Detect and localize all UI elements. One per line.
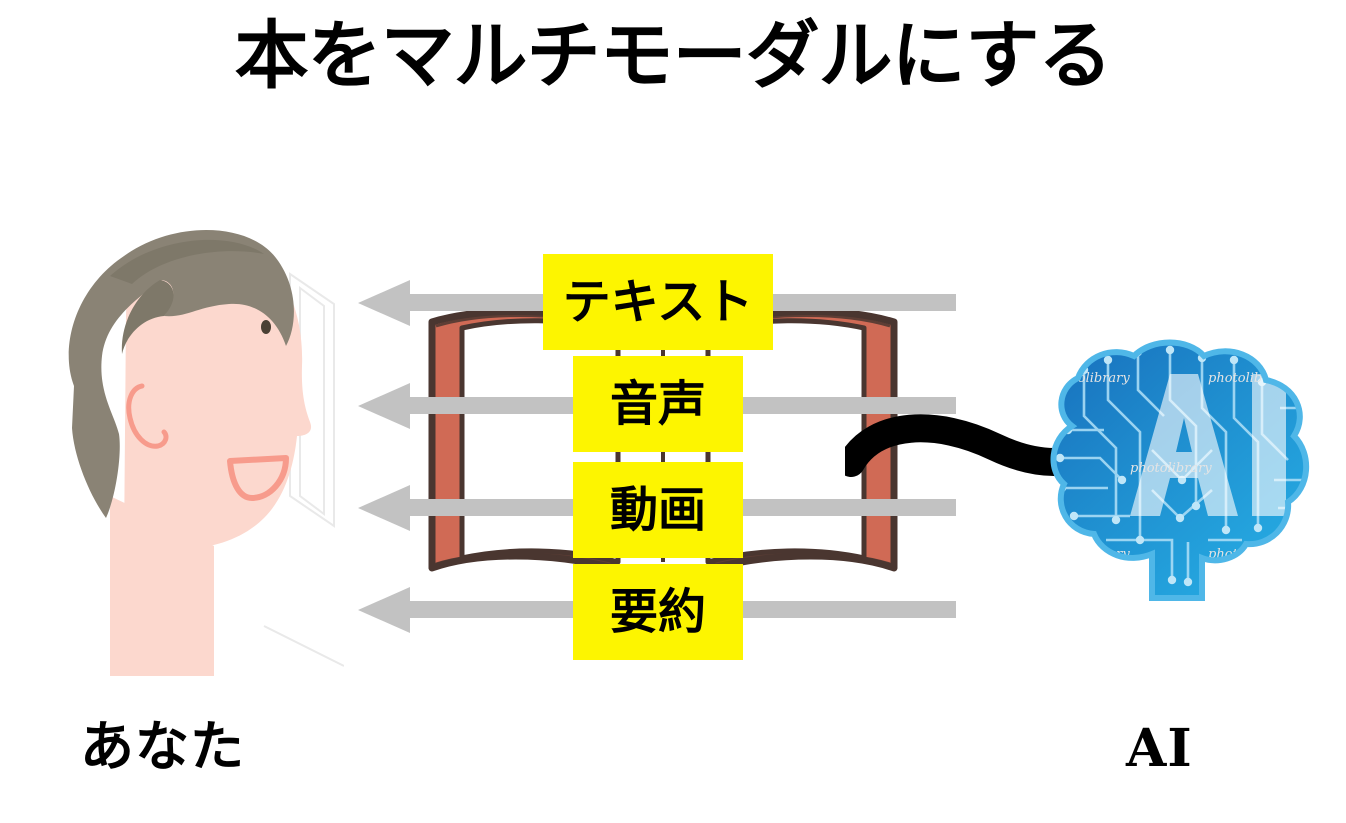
tag-audio[interactable]: 音声 bbox=[573, 356, 743, 452]
tag-label: 要約 bbox=[609, 584, 706, 640]
caption-you: あなた bbox=[80, 715, 245, 778]
page-title: 本をマルチモーダルにする bbox=[234, 13, 1113, 99]
tag-video[interactable]: 動画 bbox=[573, 462, 743, 558]
tag-label: 動画 bbox=[609, 482, 706, 538]
tag-summary[interactable]: 要約 bbox=[573, 564, 743, 660]
tag-label: 音声 bbox=[609, 376, 706, 432]
svg-text:photolibrary: photolibrary bbox=[1048, 371, 1130, 386]
tag-text[interactable]: テキスト bbox=[543, 254, 773, 350]
ai-circuit-brain-icon: photolibrary photolibrary photolibrary p… bbox=[1048, 339, 1309, 601]
caption-ai: AI bbox=[1126, 718, 1193, 779]
person-illustration bbox=[14, 196, 345, 676]
tag-label: テキスト bbox=[562, 274, 754, 330]
ai-brain-illustration: photolibrary photolibrary photolibrary p… bbox=[1012, 330, 1332, 610]
svg-text:photolibrary: photolibrary bbox=[1130, 461, 1212, 476]
person-side-profile-icon bbox=[68, 229, 345, 676]
